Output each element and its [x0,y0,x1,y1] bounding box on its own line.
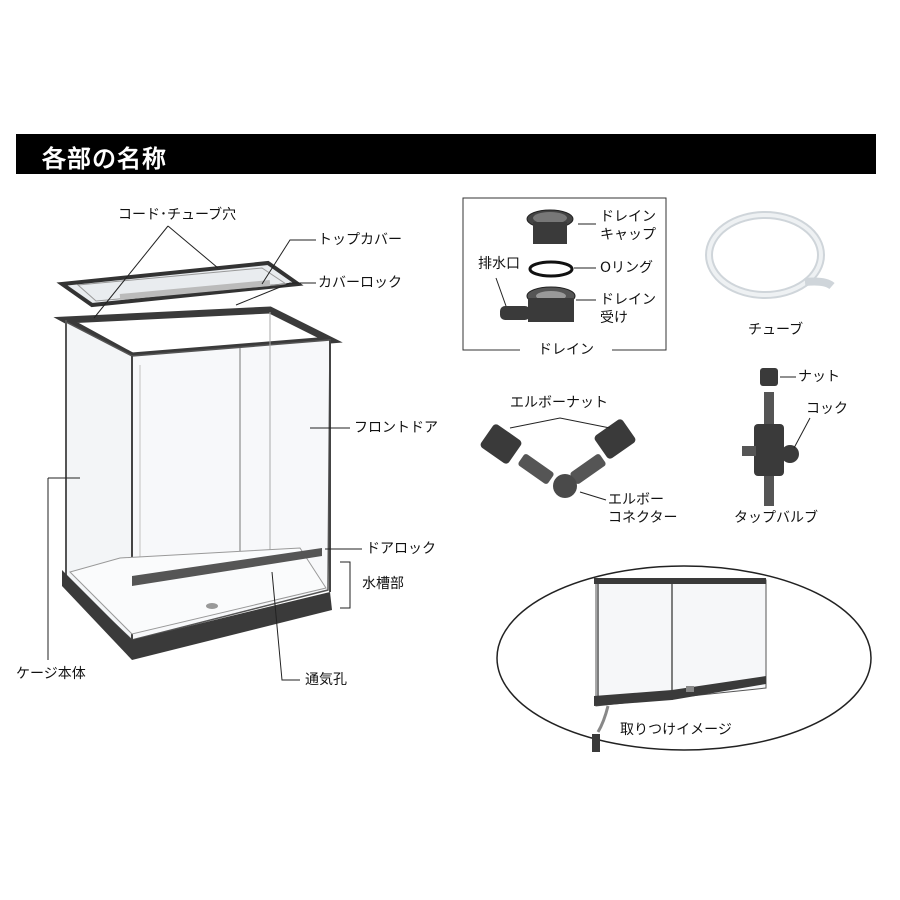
vent-strip [132,548,322,586]
label-drain: ドレイン [538,342,594,358]
section-header-bar [16,134,876,174]
label-vent-hole: 通気孔 [305,672,347,688]
label-elbow-nut: エルボーナット [510,395,608,411]
cage-leader-lines [47,225,362,681]
label-drain-cap-line2: キャップ [600,227,656,243]
label-door-lock: ドアロック [366,541,436,557]
label-elbow-connector-line2: コネクター [608,510,678,526]
label-elbow-connector-line1: エルボー [608,492,664,508]
label-cock: コック [806,401,848,417]
label-cage-body: ケージ本体 [16,666,86,682]
label-drain-receiver-line1: ドレイン [600,292,656,308]
section-title: 各部の名称 [42,145,167,173]
label-top-cover: トップカバー [318,232,402,248]
o-ring-shape [528,260,574,278]
tube-shape [705,211,835,299]
label-drain-cap-line1: ドレイン [600,209,656,225]
tap-valve-shape [742,368,799,506]
elbow-parts-shape [480,419,636,498]
label-drain-outlet: 排水口 [478,256,520,272]
label-install-image: 取りつけイメージ [620,722,732,738]
drain-cap-shape [526,209,574,244]
label-cord-tube-hole: コード･チューブ穴 [118,207,237,223]
water-tank-shape [62,570,132,660]
label-tube: チューブ [748,322,804,338]
drain-receiver-shape [500,286,576,322]
install-cage-shape [592,578,767,752]
label-front-door: フロントドア [354,420,438,436]
cage-illustration [53,260,343,660]
label-drain-receiver-line2: 受け [600,310,628,326]
label-cover-lock: カバーロック [318,275,402,291]
label-o-ring: Oリング [600,260,654,276]
label-water-tank: 水槽部 [362,576,404,592]
label-tap-valve: タップバルブ [734,510,818,526]
label-nut: ナット [798,369,840,385]
install-image-ellipse [496,565,872,751]
